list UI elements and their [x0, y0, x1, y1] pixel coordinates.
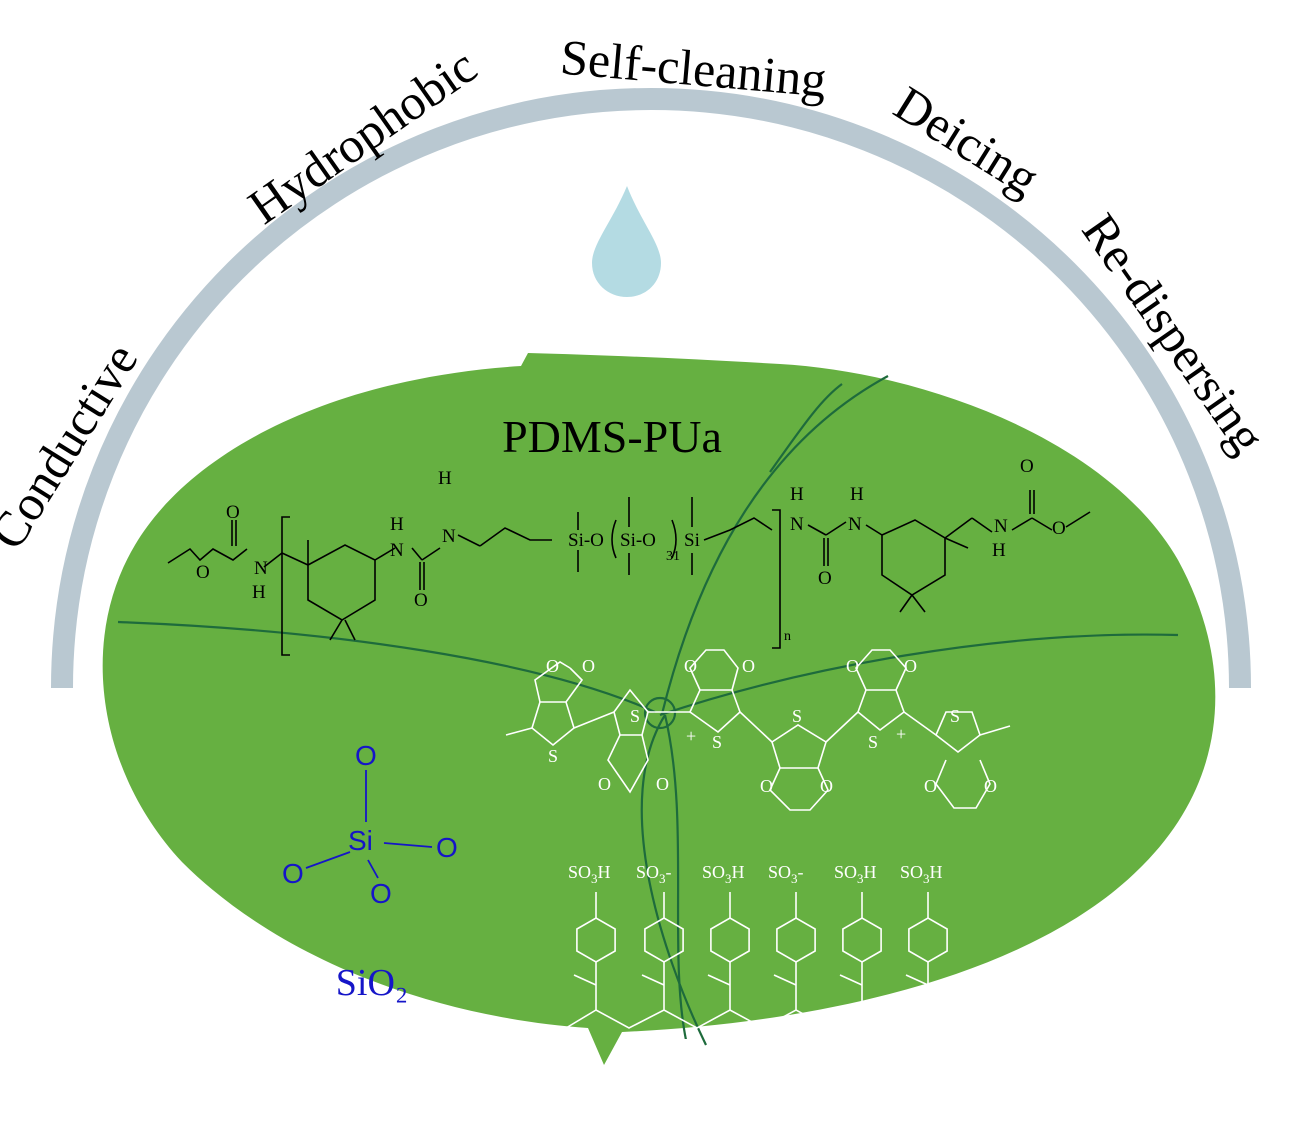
pedot-atoms: O O S S O O O O + S S O O O O S + S O O [546, 656, 997, 796]
svg-text:+: + [896, 724, 906, 744]
svg-text:31: 31 [666, 549, 680, 564]
svg-text:S: S [950, 706, 960, 726]
svg-text:O: O [546, 656, 559, 676]
leaf-veins [117, 375, 1179, 1046]
svg-text:O: O [226, 502, 240, 523]
property-arc [51, 88, 1251, 689]
svg-text:H: H [390, 514, 404, 535]
pdms-pua-structure [167, 490, 1091, 656]
pedot-pss-title: PEDOT:PSS [626, 1031, 841, 1077]
svg-text:O: O [1052, 518, 1066, 539]
svg-text:S: S [868, 732, 878, 752]
svg-text:N: N [994, 516, 1008, 537]
svg-text:S: S [548, 746, 558, 766]
svg-text:H: H [438, 468, 452, 489]
svg-text:H: H [992, 540, 1006, 561]
svg-text:O: O [1020, 456, 1034, 477]
svg-text:O: O [656, 774, 669, 794]
svg-text:Si-O: Si-O [568, 530, 604, 551]
svg-text:O: O [282, 858, 304, 889]
svg-text:H: H [790, 484, 804, 505]
svg-text:H: H [252, 582, 266, 603]
svg-text:O: O [818, 568, 832, 589]
sio2-label: SiO₂ [336, 962, 408, 1004]
water-droplet-icon [592, 186, 661, 297]
sio2-structure [305, 770, 433, 879]
pss-group-label: SO3H [900, 862, 943, 886]
svg-text:O: O [684, 656, 697, 676]
svg-text:Si: Si [684, 530, 700, 551]
svg-text:O: O [598, 774, 611, 794]
svg-text:O: O [355, 740, 377, 771]
svg-text:O: O [904, 656, 917, 676]
svg-text:O: O [370, 878, 392, 909]
svg-text:O: O [436, 832, 458, 863]
svg-text:N: N [390, 540, 404, 561]
svg-text:O: O [924, 776, 937, 796]
svg-text:+: + [686, 726, 696, 746]
svg-text:N: N [254, 558, 268, 579]
leaf-icon [102, 353, 1216, 1065]
svg-text:O: O [984, 776, 997, 796]
svg-text:Si-O: Si-O [620, 530, 656, 551]
svg-text:n: n [784, 629, 791, 644]
svg-text:O: O [820, 776, 833, 796]
pedot-structure [505, 649, 1011, 811]
sio2-atoms: O Si O O O [282, 740, 458, 909]
pss-structure [565, 892, 962, 1029]
svg-text:N: N [790, 514, 804, 535]
svg-text:N: N [442, 526, 456, 547]
svg-text:O: O [742, 656, 755, 676]
svg-text:N: N [848, 514, 862, 535]
svg-text:S: S [792, 706, 802, 726]
svg-text:O: O [760, 776, 773, 796]
svg-text:O: O [414, 590, 428, 611]
pdms-pua-atoms: O O N H H N O H N Si-O Si-O 31 Si n H N … [196, 456, 1066, 644]
svg-text:S: S [630, 706, 640, 726]
svg-text:O: O [582, 656, 595, 676]
svg-text:O: O [846, 656, 859, 676]
svg-text:O: O [196, 562, 210, 583]
svg-text:Si: Si [348, 825, 373, 856]
svg-text:S: S [712, 732, 722, 752]
svg-text:H: H [850, 484, 864, 505]
pdms-pua-title: PDMS-PUa [502, 411, 722, 462]
